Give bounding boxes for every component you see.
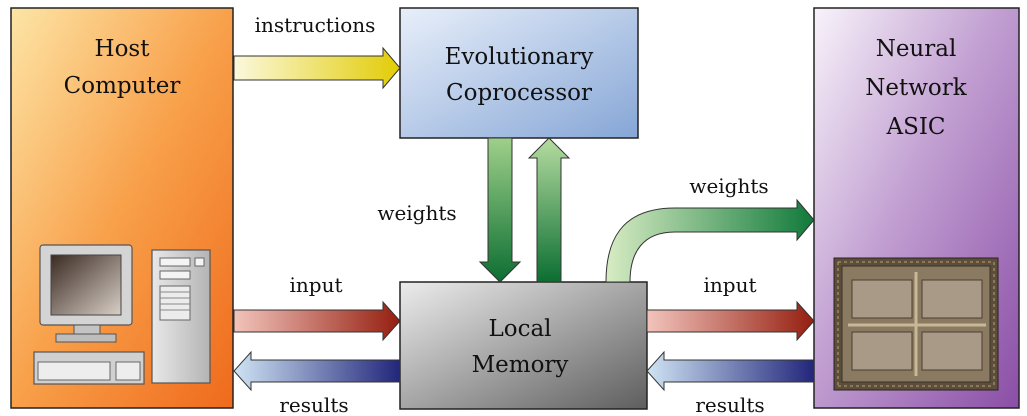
weights-vertical-label: weights	[377, 201, 456, 225]
weights-up-arrow	[527, 137, 571, 283]
desktop-computer-icon	[33, 244, 211, 385]
instructions-label: instructions	[255, 13, 376, 37]
results-right-label: results	[695, 393, 764, 416]
coprocessor-title-line1: Evolutionary	[445, 44, 594, 70]
memory-title-line2: Memory	[472, 352, 569, 378]
input-right-label: input	[704, 273, 757, 297]
coprocessor-title-line2: Coprocessor	[446, 80, 592, 106]
asic-title-line1: Neural	[876, 36, 957, 62]
host-title-line2: Computer	[64, 73, 181, 99]
input-left-arrow	[233, 300, 401, 342]
weights-down-arrow	[478, 137, 522, 283]
instructions-arrow	[233, 46, 401, 90]
host-computer-box: Host Computer	[10, 7, 234, 409]
host-title-line1: Host	[95, 36, 151, 62]
weights-curved-arrow	[605, 198, 815, 283]
weights-curved-label: weights	[689, 174, 768, 198]
memory-title-line1: Local	[488, 316, 551, 342]
asic-title-line2: Network	[865, 75, 968, 101]
local-memory-box: Local Memory	[399, 281, 648, 410]
input-left-label: input	[290, 273, 343, 297]
coprocessor-box: Evolutionary Coprocessor	[399, 7, 639, 139]
asic-title-line3: ASIC	[885, 114, 945, 140]
asic-box: Neural Network ASIC	[813, 7, 1020, 409]
results-right-arrow	[646, 350, 815, 392]
chip-die-icon	[833, 257, 999, 391]
results-left-arrow	[233, 350, 401, 392]
input-right-arrow	[646, 300, 815, 342]
results-left-label: results	[279, 393, 348, 416]
